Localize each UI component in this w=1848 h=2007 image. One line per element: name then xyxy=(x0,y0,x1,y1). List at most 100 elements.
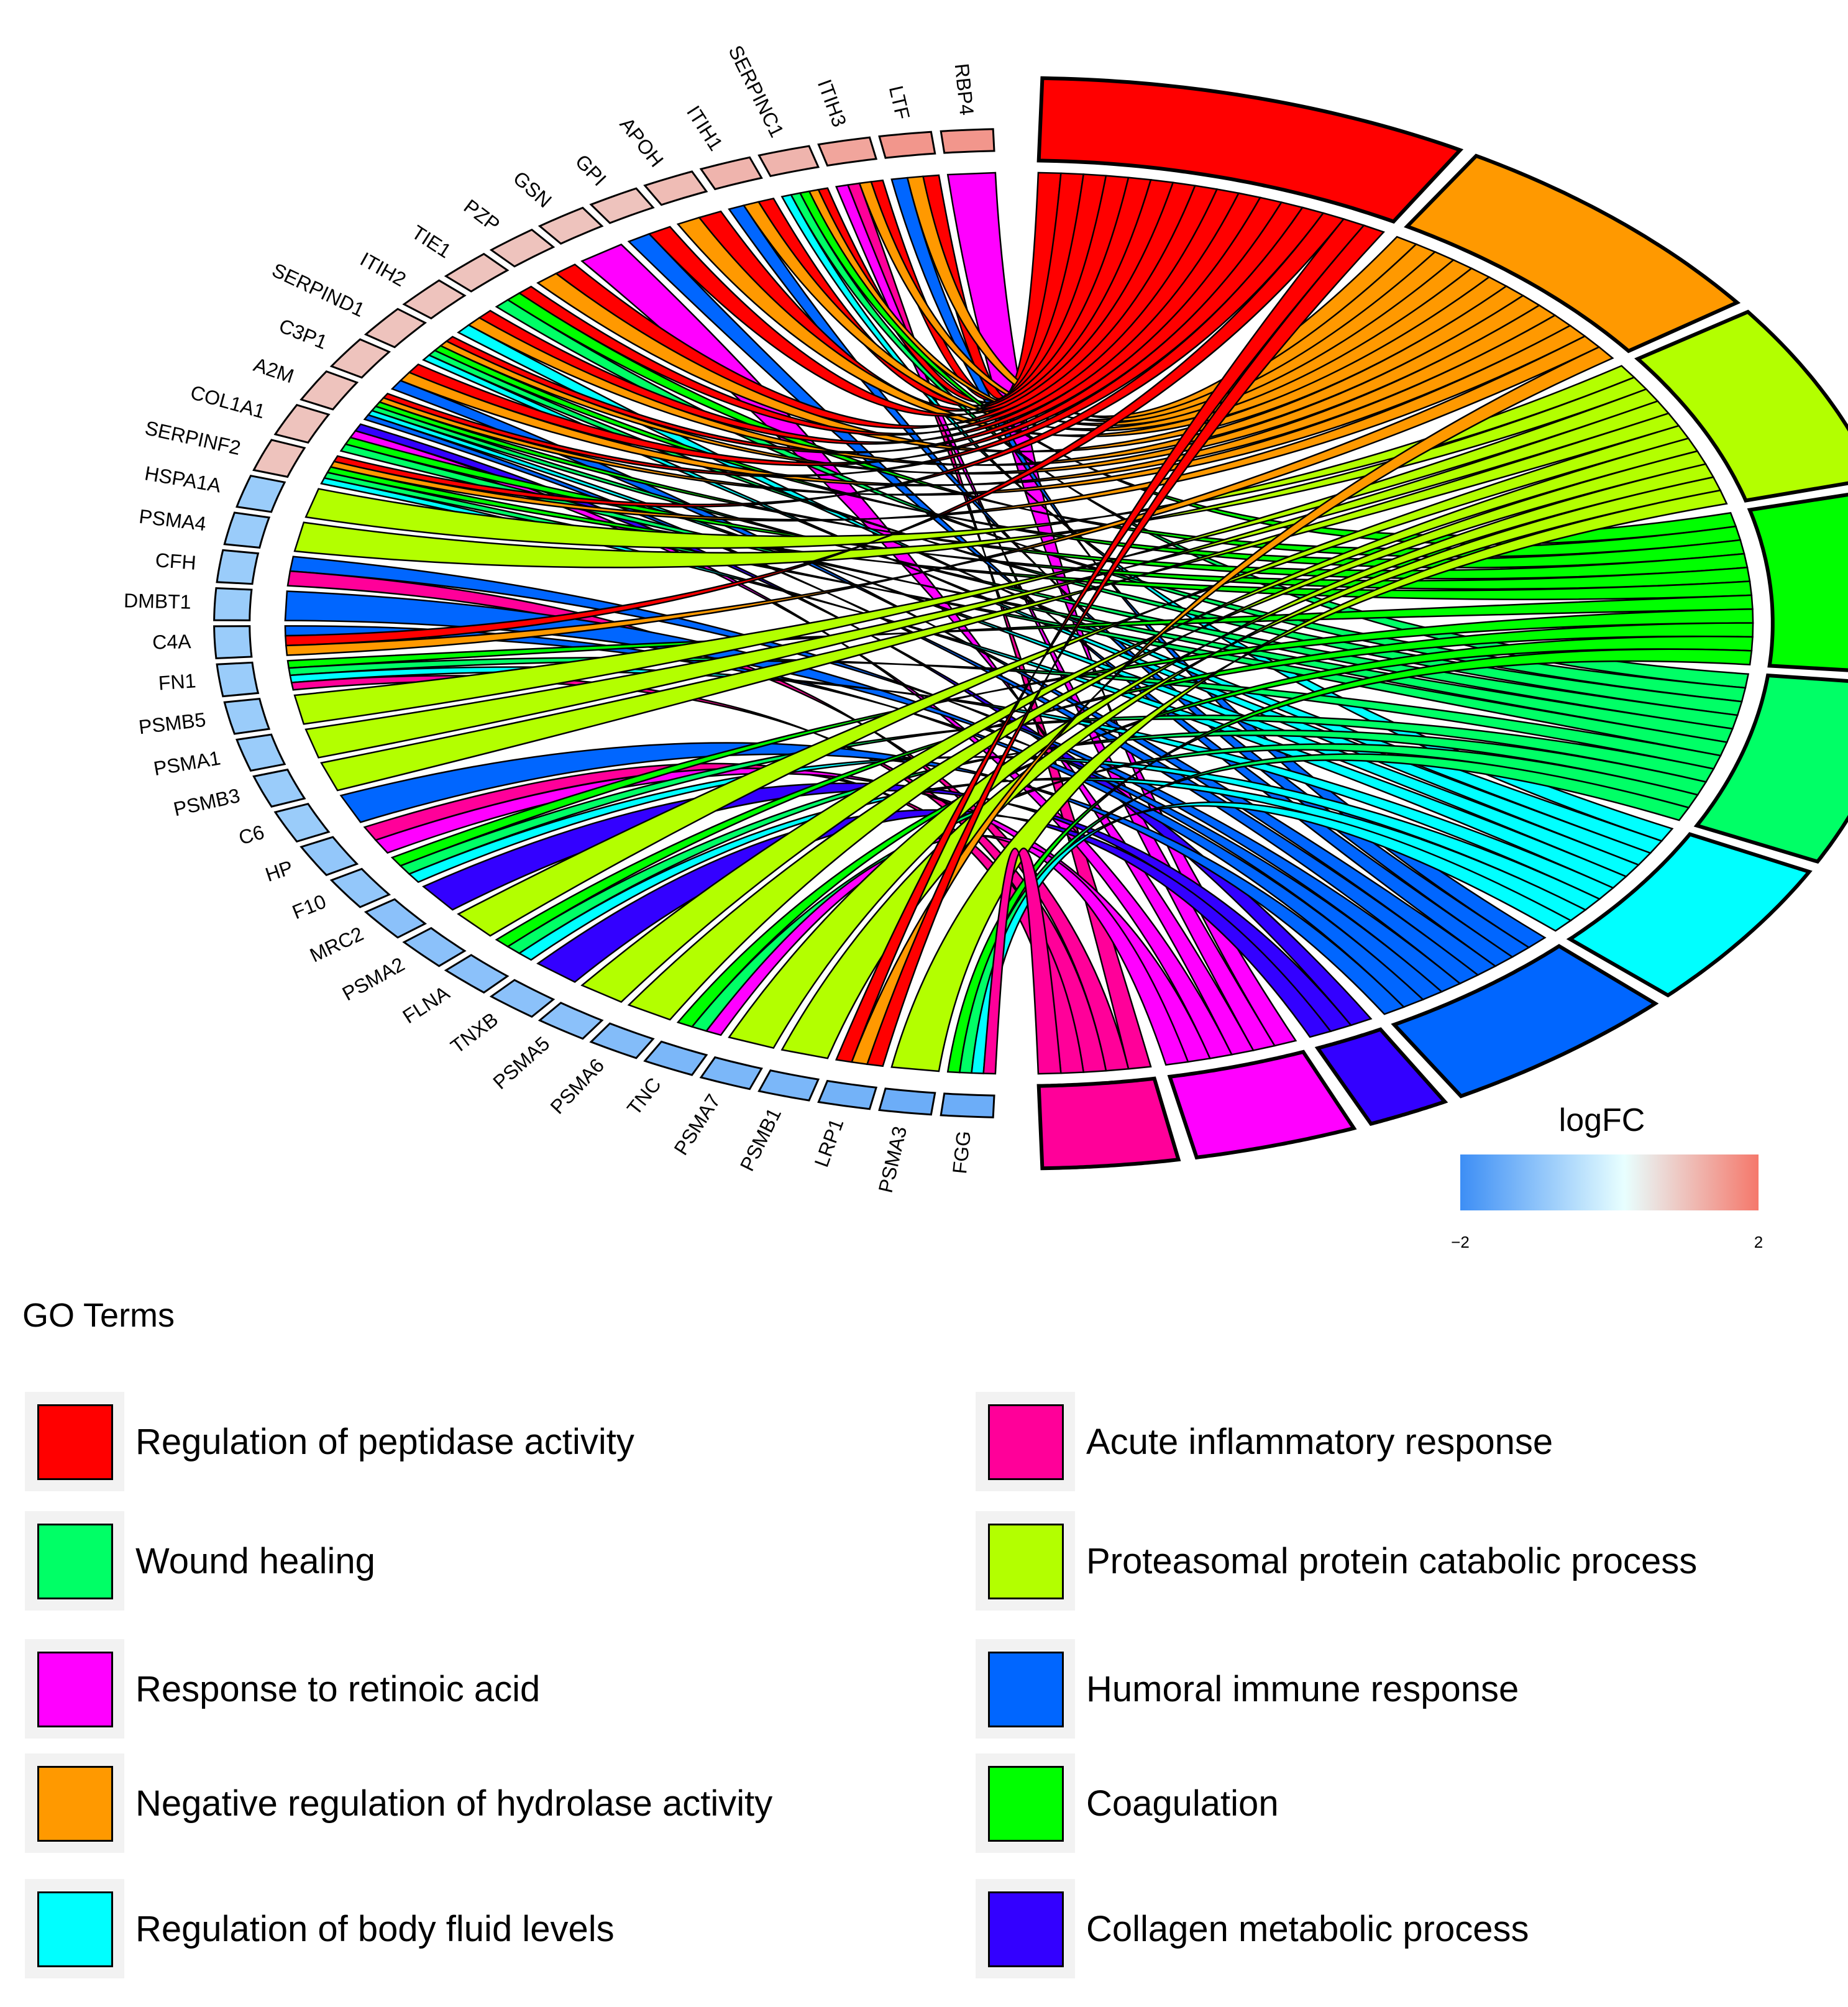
ribbon-serpinf2-wound-healing xyxy=(322,471,1729,757)
legend-swatch-negative-regulation-of-hydrolase-activity xyxy=(37,1766,113,1842)
gene-label-psma4: PSMA4 xyxy=(138,505,208,536)
gene-block-tnc xyxy=(643,1040,708,1076)
gene-label-rbp4: RBP4 xyxy=(951,62,979,116)
legend-key xyxy=(976,1511,1075,1611)
ribbon-c4a-regulation-of-peptidase-activity xyxy=(285,212,1345,647)
gene-block-tie1 xyxy=(444,252,510,293)
legend-label: Humoral immune response xyxy=(1086,1668,1519,1709)
gene-block-cfh xyxy=(216,549,260,585)
gene-block-psmb3 xyxy=(252,768,306,808)
legend-title: GO Terms xyxy=(22,1297,175,1334)
legend-item-regulation-of-body-fluid-levels: Regulation of body fluid levels xyxy=(25,1879,615,1978)
term-arc-coagulation xyxy=(1747,493,1848,672)
gene-label-c6: C6 xyxy=(236,821,267,849)
gene-block-apoh xyxy=(643,170,708,206)
gene-label-apoh: APOH xyxy=(615,113,667,171)
gene-block-c3p1 xyxy=(329,338,391,379)
colorbar-max-label: 2 xyxy=(1754,1233,1763,1251)
gene-block-c4a xyxy=(213,625,253,660)
gene-block-col1a1 xyxy=(273,403,331,444)
gene-block-hp xyxy=(300,836,359,877)
gene-label-psma1: PSMA1 xyxy=(152,746,222,780)
legend-swatch-regulation-of-body-fluid-levels xyxy=(37,1891,113,1967)
gene-label-pzp: PZP xyxy=(460,195,504,236)
gene-block-gsn xyxy=(537,206,604,245)
gene-label-mrc2: MRC2 xyxy=(306,922,367,966)
gene-label-psma2: PSMA2 xyxy=(339,953,408,1005)
ribbon-lrp1-negative-regulation-of-hydrolase-activity xyxy=(850,345,1614,1066)
legend-item-regulation-of-peptidase-activity: Regulation of peptidase activity xyxy=(25,1392,634,1491)
gene-block-fgg xyxy=(940,1092,995,1118)
gene-block-itih1 xyxy=(699,156,763,191)
term-arc-negative-regulation-of-hydrolase-activity xyxy=(1404,153,1741,354)
ribbon-psmb3-proteasomal-protein-catabolic-process xyxy=(320,412,1680,792)
ribbon-itih1-negative-regulation-of-hydrolase-activity xyxy=(742,201,1473,432)
legend-label: Coagulation xyxy=(1086,1783,1279,1824)
gene-block-pzp xyxy=(489,228,556,268)
ribbon-psmb5-proteasomal-protein-catabolic-process xyxy=(293,388,1660,725)
gene-label-itih3: ITIH3 xyxy=(813,76,851,130)
gene-label-tnc: TNC xyxy=(623,1073,666,1119)
gene-label-serpind1: SERPIND1 xyxy=(268,258,368,321)
legend-key xyxy=(25,1639,124,1739)
gene-label-psmb3: PSMB3 xyxy=(172,784,242,821)
gene-block-itih2 xyxy=(402,279,467,320)
gene-block-rbp4 xyxy=(940,128,995,154)
legend-label: Wound healing xyxy=(135,1540,375,1581)
gene-label-itih2: ITIH2 xyxy=(357,248,410,291)
legend-item-negative-regulation-of-hydrolase-activity: Negative regulation of hydrolase activit… xyxy=(25,1753,772,1853)
ribbon-psma2-proteasomal-protein-catabolic-process xyxy=(457,424,1690,937)
ribbon-tie1-regulation-of-peptidase-activity xyxy=(518,185,1219,436)
ribbon-serpind1-regulation-of-peptidase-activity xyxy=(445,192,1261,454)
gene-block-hspa1a xyxy=(236,475,286,513)
term-arc-proteasomal-protein-catabolic-process xyxy=(1634,309,1848,503)
gene-label-tnxb: TNXB xyxy=(446,1008,502,1058)
ribbon-psma3-proteasomal-protein-catabolic-process xyxy=(890,489,1728,1072)
gene-label-col1a1: COL1A1 xyxy=(188,381,268,423)
legend-key xyxy=(25,1511,124,1611)
term-arc-collagen-metabolic-process xyxy=(1314,1027,1448,1127)
gene-block-psma1 xyxy=(236,733,286,772)
gene-block-c6 xyxy=(273,802,331,843)
legend-swatch-humoral-immune-response xyxy=(988,1652,1064,1727)
legend-swatch-coagulation xyxy=(988,1766,1064,1842)
gene-block-itih3 xyxy=(817,136,878,167)
go-term-arcs xyxy=(1036,76,1848,1171)
gene-label-f10: F10 xyxy=(289,890,329,923)
legend-key xyxy=(976,1639,1075,1739)
ribbon-itih2-regulation-of-peptidase-activity xyxy=(478,188,1240,445)
legend-label: Collagen metabolic process xyxy=(1086,1908,1529,1949)
legend-item-proteasomal-protein-catabolic-process: Proteasomal protein catabolic process xyxy=(976,1511,1697,1611)
ribbon-gpi-humoral-immune-response xyxy=(627,232,1514,967)
gene-label-psma7: PSMA7 xyxy=(669,1090,725,1159)
gene-label-psmb5: PSMB5 xyxy=(137,708,207,739)
ribbon-c3p1-negative-regulation-of-hydrolase-activity xyxy=(399,304,1557,487)
ribbon-flna-coagulation xyxy=(495,622,1754,948)
gene-label-c3p1: C3P1 xyxy=(276,314,331,354)
ribbon-c4a-negative-regulation-of-hydrolase-activity xyxy=(285,335,1601,656)
term-arc-regulation-of-body-fluid-levels xyxy=(1566,832,1813,998)
legend-label: Negative regulation of hydrolase activit… xyxy=(135,1783,773,1824)
gene-block-ltf xyxy=(878,130,936,159)
legend-item-wound-healing: Wound healing xyxy=(25,1511,375,1611)
ribbon-col1a1-collagen-metabolic-process xyxy=(354,423,1373,1026)
gene-label-tie1: TIE1 xyxy=(408,221,455,262)
gene-label-dmbt1: DMBT1 xyxy=(124,589,191,613)
legend-label: Regulation of peptidase activity xyxy=(135,1421,634,1462)
legend-label: Proteasomal protein catabolic process xyxy=(1086,1540,1698,1581)
legend-item-response-to-retinoic-acid: Response to retinoic acid xyxy=(25,1639,540,1739)
ribbon-fgg-acute-inflammatory-response xyxy=(982,848,1062,1075)
legend-label: Regulation of body fluid levels xyxy=(135,1908,615,1949)
ribbon-c3p1-regulation-of-peptidase-activity xyxy=(408,196,1283,467)
gene-label-gpi: GPI xyxy=(571,150,611,190)
legend-swatch-acute-inflammatory-response xyxy=(988,1404,1064,1480)
gene-block-serpinf2 xyxy=(252,439,306,478)
legend-swatch-collagen-metabolic-process xyxy=(988,1891,1064,1967)
gene-label-cfh: CFH xyxy=(155,549,197,574)
ribbon-lrp1-regulation-of-peptidase-activity xyxy=(866,224,1386,1068)
gene-block-fn1 xyxy=(216,661,260,698)
gene-block-mrc2 xyxy=(364,898,428,939)
ribbon-a2m-negative-regulation-of-hydrolase-activity xyxy=(378,314,1572,496)
gene-blocks xyxy=(213,128,995,1118)
logfc-colorbar: logFC −2 2 xyxy=(1451,1102,1763,1251)
